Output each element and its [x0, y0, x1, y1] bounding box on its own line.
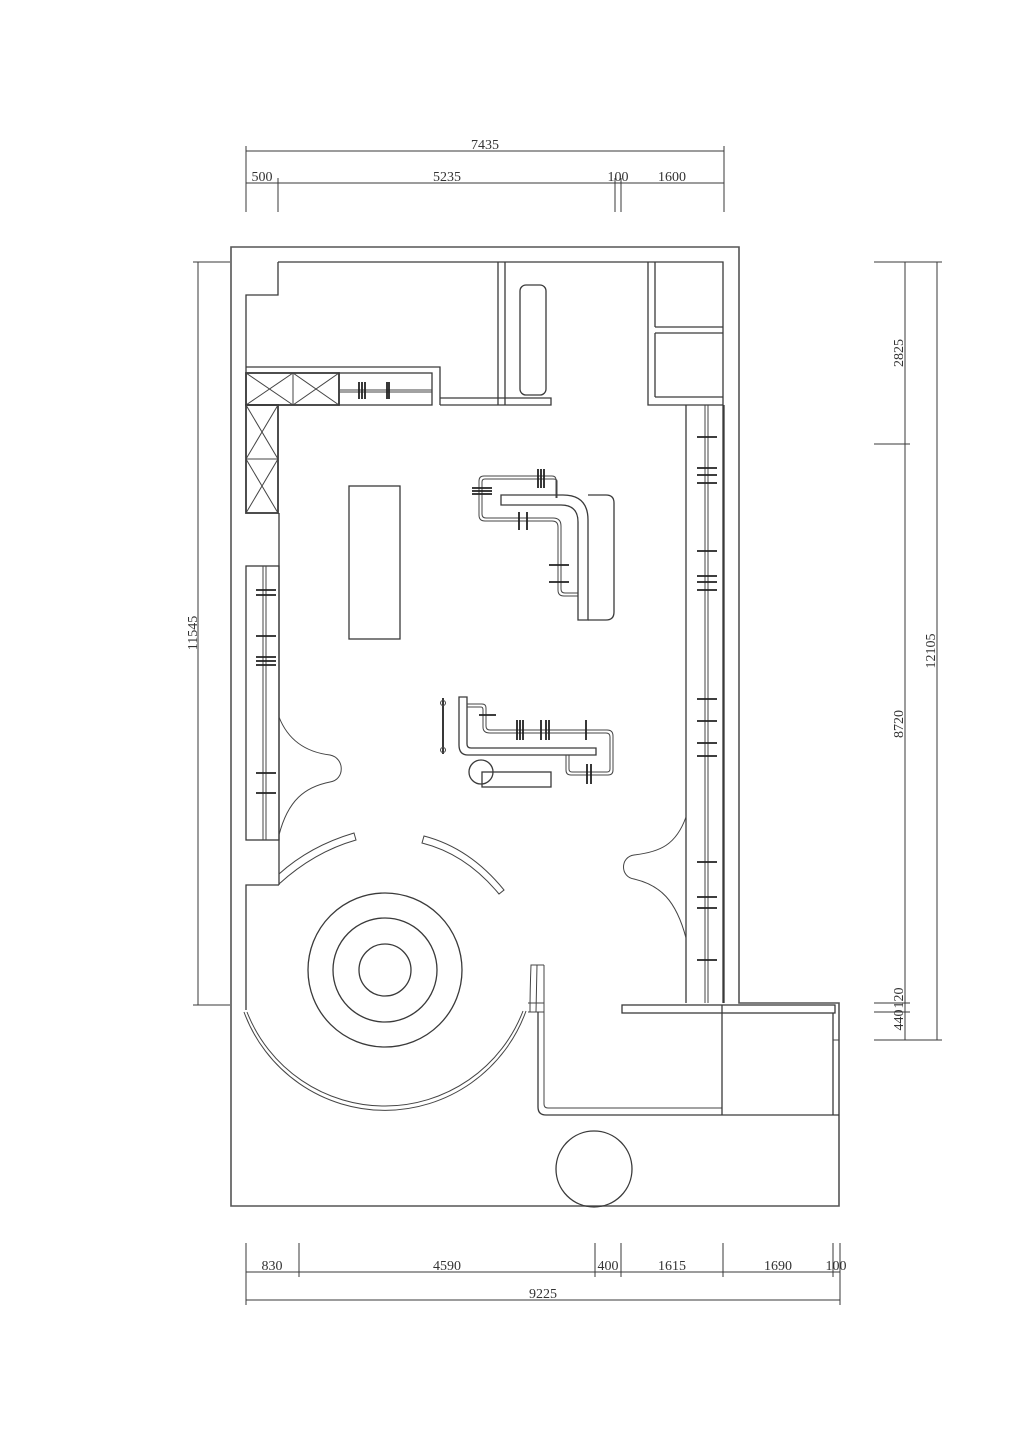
storage-cabinets [245, 372, 433, 514]
bottom-dimension-lines: 830 4590 400 1615 1690 100 9225 [245, 1243, 847, 1305]
dim-top-seg-3: 100 [608, 170, 629, 185]
bench-lower [481, 771, 552, 788]
right-rail-hangers [697, 436, 717, 961]
curved-partitions [278, 832, 505, 895]
upper-clothing-rack [472, 469, 615, 621]
upper-rack-cabinet [588, 494, 615, 621]
entrance-circle [555, 1130, 633, 1208]
arc-wall [243, 964, 545, 1111]
dim-bottom-seg-2: 4590 [433, 1259, 461, 1274]
left-wall-rail [245, 513, 342, 1010]
bench [519, 284, 547, 396]
dim-right-overall: 12105 [924, 634, 939, 669]
dim-right-seg-4: 440 [892, 1010, 907, 1031]
dim-bottom-seg-5: 1690 [764, 1259, 792, 1274]
dim-top-seg-1: 500 [252, 170, 273, 185]
left-door-swing [278, 716, 342, 836]
right-door-swing [623, 816, 687, 939]
left-dimension-lines: 11545 [186, 261, 230, 1006]
storage-room [246, 262, 552, 406]
display-table [348, 485, 401, 640]
dim-bottom-seg-3: 400 [598, 1259, 619, 1274]
outer-walls [230, 246, 840, 1207]
dim-bottom-overall: 9225 [529, 1287, 557, 1302]
dim-top-seg-4: 1600 [658, 170, 686, 185]
lower-rack-counter [458, 696, 597, 756]
dim-bottom-seg-1: 830 [262, 1259, 283, 1274]
dim-left-overall: 11545 [186, 616, 201, 650]
cashier-area [537, 1004, 839, 1116]
right-wall-rail [623, 405, 725, 1003]
dim-right-seg-2: 8720 [892, 710, 907, 738]
dim-right-seg-3: 120 [892, 988, 907, 1009]
fitting-rooms [647, 262, 723, 406]
dim-bottom-seg-6: 100 [826, 1259, 847, 1274]
dim-top-seg-2: 5235 [433, 170, 461, 185]
upper-rack-counter [500, 494, 589, 621]
top-dimension-lines: 7435 500 5235 100 1600 [245, 138, 725, 212]
lower-clothing-rack [440, 696, 614, 788]
round-platform [307, 892, 463, 1048]
dim-top-overall: 7435 [471, 138, 499, 153]
right-dimension-lines: 2825 8720 120 440 12105 [874, 261, 942, 1041]
dim-bottom-seg-4: 1615 [658, 1259, 686, 1274]
dim-right-seg-1: 2825 [892, 339, 907, 367]
